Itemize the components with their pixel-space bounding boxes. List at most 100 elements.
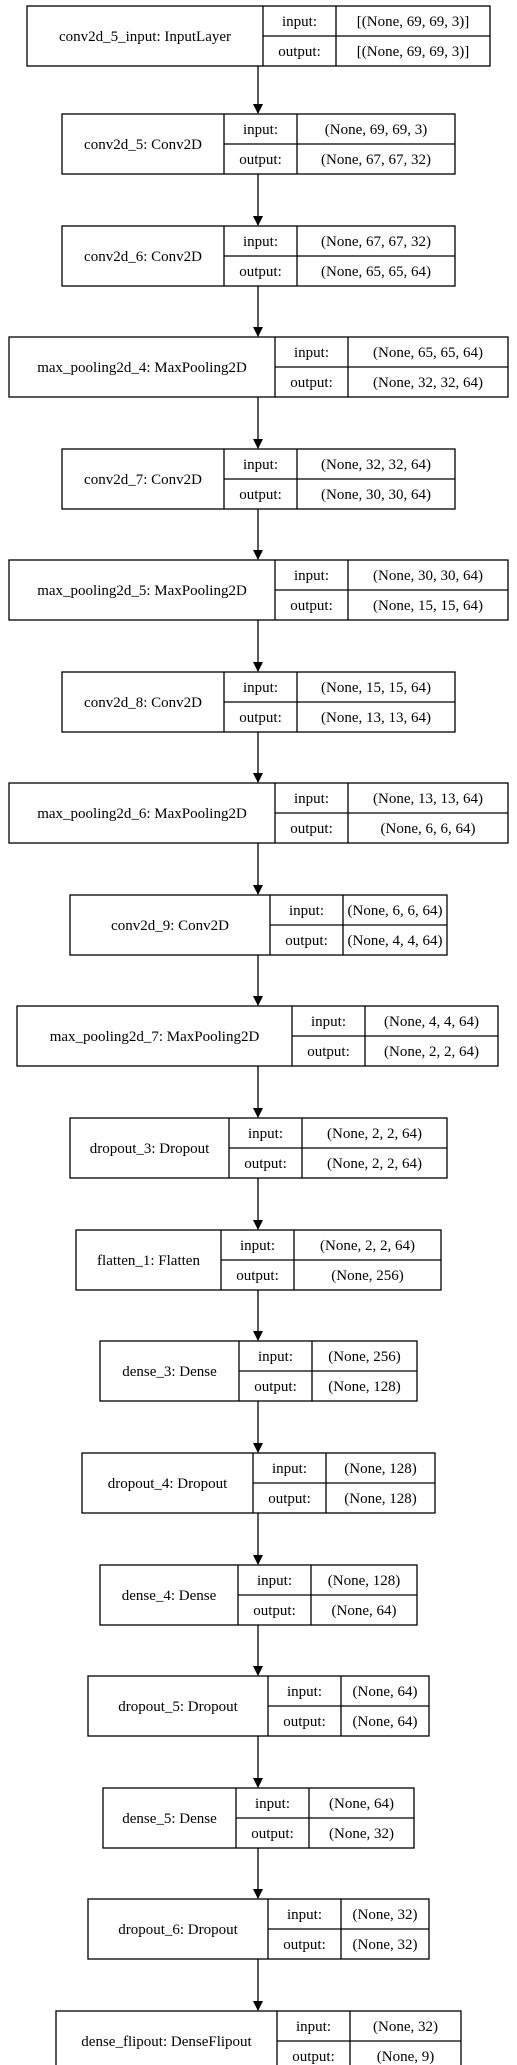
layer-name: conv2d_8: Conv2D (84, 695, 202, 711)
output-shape: (None, 15, 15, 64) (373, 598, 483, 614)
layer-node: dropout_5: Dropout input: output: (None, 64… (87, 1675, 430, 1737)
layer-node: max_pooling2d_5: MaxPooling2Dinput:outpu… (8, 559, 509, 621)
output-shape: (None, 4, 4, 64) (348, 933, 443, 949)
input-port-label: input: (243, 234, 278, 250)
layer-node: dense_3: Dense input: output: (None, 256) (N… (99, 1340, 418, 1402)
input-port-label: input: (243, 457, 278, 473)
input-port-label: input: (287, 1907, 322, 1923)
output-port-label: output: (239, 487, 282, 503)
layer-name: conv2d_6: Conv2D (84, 249, 202, 265)
input-shape: (None, 4, 4, 64) (384, 1014, 479, 1030)
layer-name: dense_4: Dense (122, 1588, 217, 1604)
output-shape: (None, 30, 30, 64) (321, 487, 431, 503)
input-shape: (None, 2, 2, 64) (327, 1126, 422, 1142)
input-port-label: input: (289, 903, 324, 919)
input-port-label: input: (294, 345, 329, 361)
layer-node: max_pooling2d_6: MaxPooling2D input: outpu… (8, 782, 509, 844)
output-shape: (None, 13, 13, 64) (321, 710, 431, 726)
layer-name: dropout_3: Dropout (90, 1141, 210, 1157)
layer-name: max_pooling2d_6: MaxPooling2D (37, 806, 247, 822)
input-shape: [(None, 69, 69, 3)] (357, 14, 469, 30)
input-shape: (None, 30, 30, 64) (373, 568, 483, 584)
input-shape: (None, 13, 13, 64) (373, 791, 483, 807)
layer-name: conv2d_7: Conv2D (84, 472, 202, 488)
output-shape: (None, 65, 65, 64) (321, 264, 431, 280)
input-shape: (None, 2, 2, 64) (320, 1238, 415, 1254)
output-port-label: output: (307, 1044, 350, 1060)
layer-name: conv2d_5_input: InputLayer (59, 29, 231, 45)
output-port-label: output: (251, 1826, 294, 1842)
output-shape: (None, 128) (344, 1491, 416, 1507)
output-shape: (None, 2, 2, 64) (327, 1156, 422, 1172)
output-port-label: output: (253, 1603, 296, 1619)
input-shape: (None, 256) (328, 1349, 400, 1365)
output-shape: (None, 9) (377, 2049, 434, 2065)
input-port-label: input: (294, 791, 329, 807)
input-shape: (None, 128) (344, 1461, 416, 1477)
output-port-label: output: (290, 598, 333, 614)
layer-node: max_pooling2d_4: MaxPooling2Dinput:outpu… (8, 336, 509, 398)
layer-box (55, 2010, 462, 2065)
input-shape: (None, 128) (328, 1573, 400, 1589)
output-shape: [(None, 69, 69, 3)] (357, 44, 469, 60)
input-port-label: input: (257, 1573, 292, 1589)
layer-name: max_pooling2d_7: MaxPooling2D (50, 1029, 260, 1045)
layer-node: conv2d_5_input: InputLayerinput:output:[… (26, 5, 491, 67)
layer-node: conv2d_9: Conv2D input: output: (None, 6, 6… (69, 894, 448, 956)
layer-node: dense_4: Dense input: output: (None, 128) (N… (99, 1564, 418, 1626)
layer-name: dropout_4: Dropout (108, 1476, 228, 1492)
layer-name: dropout_6: Dropout (118, 1922, 238, 1938)
layer-name: flatten_1: Flatten (97, 1253, 200, 1269)
layer-name: conv2d_9: Conv2D (111, 918, 229, 934)
layer-node: max_pooling2d_7: MaxPooling2D input: outpu… (16, 1005, 499, 1067)
output-port-label: output: (239, 264, 282, 280)
input-shape: (None, 15, 15, 64) (321, 680, 431, 696)
input-port-label: input: (294, 568, 329, 584)
input-shape: (None, 6, 6, 64) (348, 903, 443, 919)
output-port-label: output: (239, 710, 282, 726)
output-port-label: output: (254, 1379, 297, 1395)
layer-name: conv2d_5: Conv2D (84, 137, 202, 153)
input-port-label: input: (240, 1238, 275, 1254)
layer-node: conv2d_7: Conv2D input: output: (None, 32, … (61, 448, 456, 510)
output-port-label: output: (283, 1714, 326, 1730)
output-shape: (None, 128) (328, 1379, 400, 1395)
output-port-label: output: (290, 821, 333, 837)
layer-name: dense_flipout: DenseFlipout (81, 2034, 252, 2050)
output-shape: (None, 64) (332, 1603, 397, 1619)
layer-name: dense_3: Dense (122, 1364, 217, 1380)
output-shape: (None, 256) (331, 1268, 403, 1284)
output-port-label: output: (285, 933, 328, 949)
layer-node: dense_flipout: DenseFlipoutinput:output:… (55, 2010, 462, 2065)
input-shape: (None, 32, 32, 64) (321, 457, 431, 473)
input-shape: (None, 64) (329, 1796, 394, 1812)
input-port-label: input: (311, 1014, 346, 1030)
output-port-label: output: (292, 2049, 335, 2065)
output-shape: (None, 6, 6, 64) (381, 821, 476, 837)
output-shape: (None, 2, 2, 64) (384, 1044, 479, 1060)
output-port-label: output: (236, 1268, 279, 1284)
input-port-label: input: (287, 1684, 322, 1700)
layer-node: dropout_6: Dropout input: output: (None, 32… (87, 1898, 430, 1960)
output-port-label: output: (244, 1156, 287, 1172)
output-port-label: output: (290, 375, 333, 391)
input-shape: (None, 32) (353, 1907, 418, 1923)
output-shape: (None, 32) (329, 1826, 394, 1842)
input-port-label: input: (272, 1461, 307, 1477)
nodes: conv2d_5_input: InputLayer input: output: [… (8, 5, 509, 2065)
input-port-label: input: (258, 1349, 293, 1365)
layer-name: dropout_5: Dropout (118, 1699, 238, 1715)
output-shape: (None, 32) (353, 1937, 418, 1953)
input-shape: (None, 64) (353, 1684, 418, 1700)
input-shape: (None, 69, 69, 3) (325, 122, 427, 138)
input-port-label: input: (243, 122, 278, 138)
output-port-label: output: (283, 1937, 326, 1953)
output-port-label: output: (278, 44, 321, 60)
